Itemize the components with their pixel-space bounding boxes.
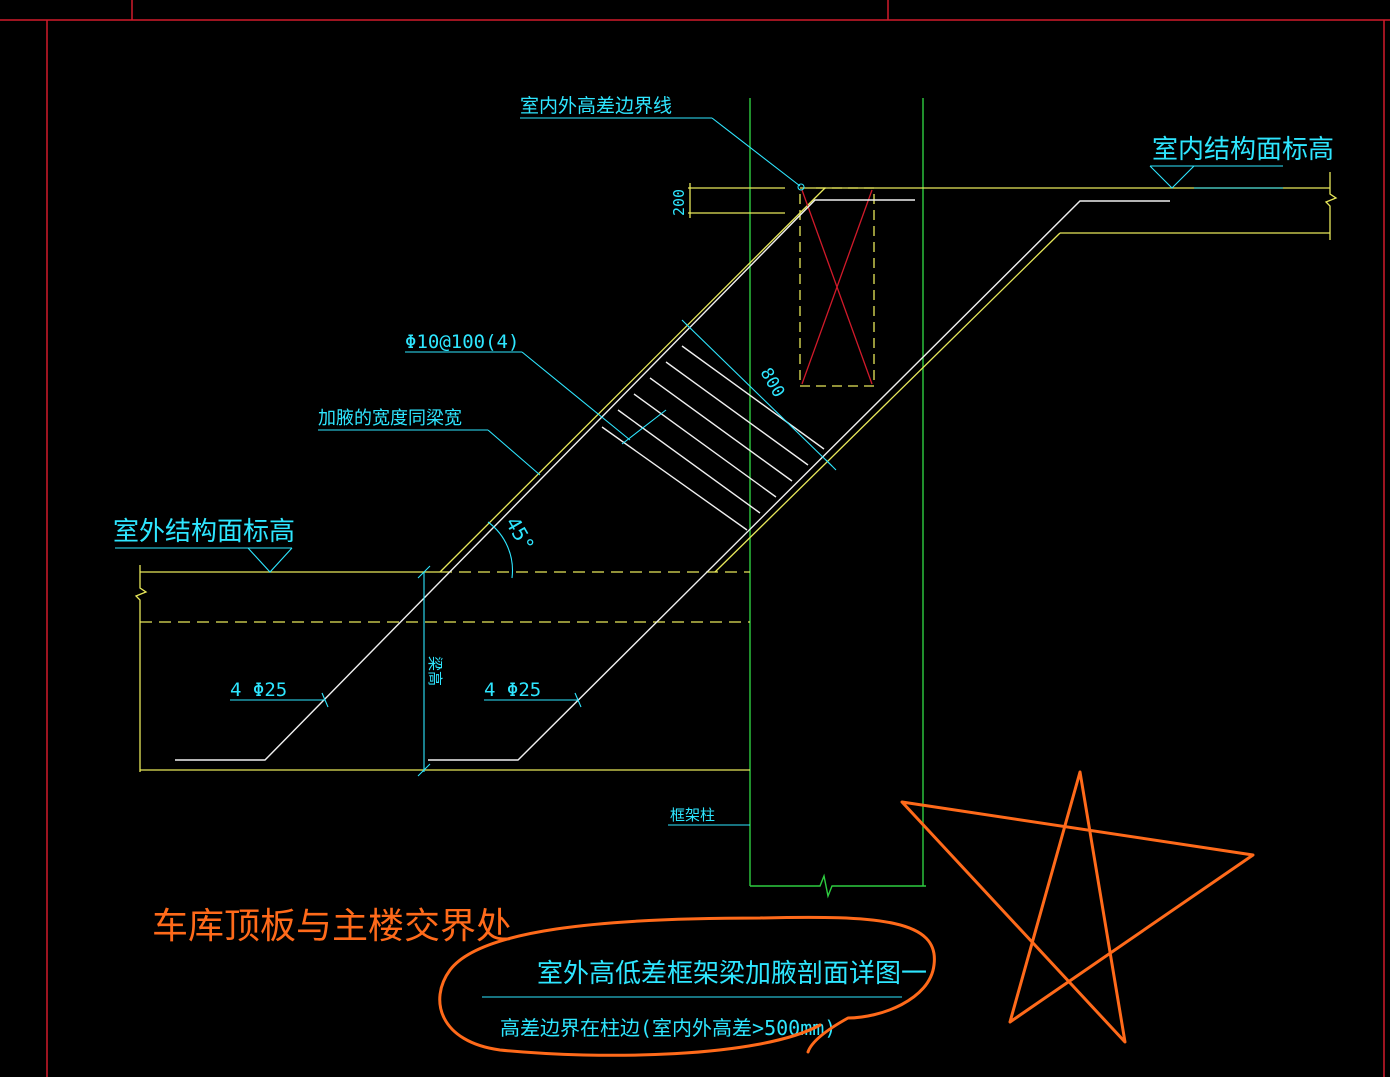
handwritten-star [900, 770, 1255, 1044]
beam-section-cross [801, 189, 873, 385]
rebar-lines [175, 199, 1170, 761]
dimension-800-label: 800 [756, 365, 789, 402]
rebar-left-label: 4 Φ25 [230, 679, 287, 701]
hand-drawn-markup [438, 770, 1255, 1057]
beam-height-label: 梁高 [426, 656, 444, 686]
detail-title: 室外高低差框架梁加腋剖面详图一 [537, 959, 927, 989]
dimension-200-label: 200 [670, 189, 688, 216]
handwritten-ellipse [438, 915, 936, 1057]
annotation-leaders [115, 117, 1283, 998]
rebar-right-label: 4 Φ25 [484, 679, 541, 701]
detail-subtitle: 高差边界在柱边(室内外高差>500mm) [500, 1016, 836, 1040]
outdoor-elevation-label: 室外结构面标高 [113, 517, 295, 547]
stirrup-spec-label: Φ10@100(4) [405, 331, 519, 353]
location-note: 车库顶板与主楼交界处 [152, 906, 512, 947]
haunch-width-label: 加腋的宽度同梁宽 [318, 408, 462, 429]
column-label: 框架柱 [670, 806, 715, 824]
haunch-angle-label: 45° [501, 513, 540, 556]
boundary-line-label: 室内外高差边界线 [520, 95, 672, 117]
frame-column [749, 98, 926, 899]
indoor-elevation-label: 室内结构面标高 [1152, 135, 1334, 165]
slab-and-haunch-outline [134, 172, 1338, 772]
